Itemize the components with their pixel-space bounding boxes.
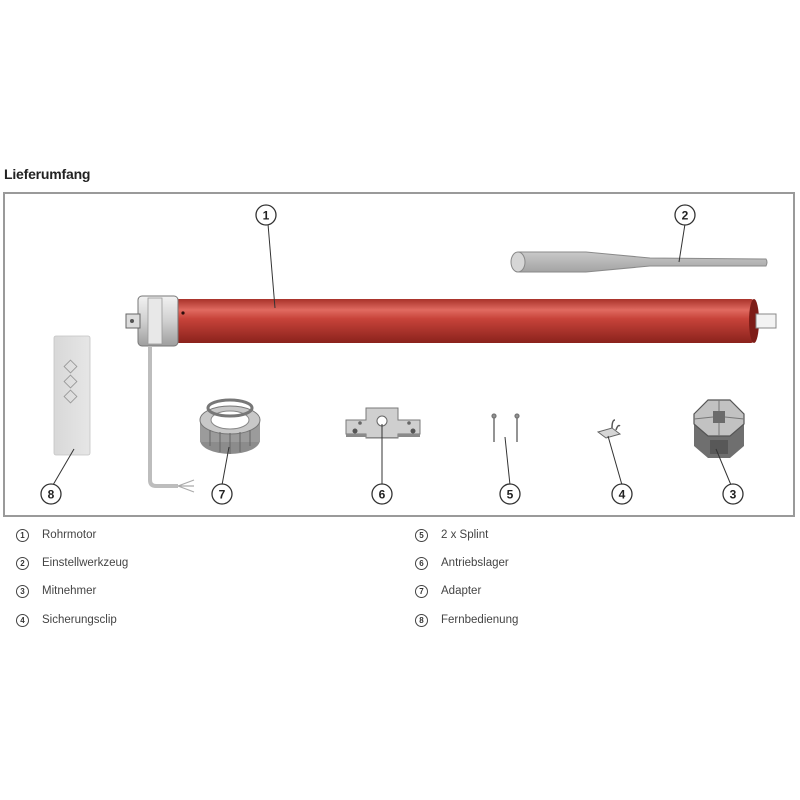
legend-label: Rohrmotor — [42, 529, 97, 541]
legend-item-8: 8 Fernbedienung — [415, 611, 518, 629]
svg-text:8: 8 — [48, 488, 55, 502]
drive-bearing-illustration — [345, 407, 421, 439]
svg-text:3: 3 — [730, 488, 737, 502]
legend-number: 5 — [415, 528, 428, 542]
tubular-motor-illustration — [125, 295, 777, 493]
legend-label: Fernbedienung — [441, 614, 519, 626]
legend-number: 6 — [415, 556, 428, 570]
legend-number: 2 — [16, 556, 29, 570]
driver-octagon-illustration — [693, 399, 745, 458]
section-title: Lieferumfang — [4, 166, 91, 182]
legend-item-3: 3 Mitnehmer — [16, 582, 96, 600]
adjusting-tool-illustration — [510, 251, 768, 273]
leader-lines — [52, 223, 732, 486]
callout-3: 3 — [722, 483, 744, 505]
diagram-callouts: 1 2 8 7 6 5 4 3 — [40, 204, 744, 505]
legend-item-7: 7 Adapter — [415, 582, 481, 600]
callout-5: 5 — [499, 483, 521, 505]
legend-label: 2 x Splint — [441, 529, 489, 541]
svg-text:7: 7 — [219, 488, 226, 502]
svg-text:4: 4 — [619, 488, 626, 502]
legend-item-6: 6 Antriebslager — [415, 554, 509, 572]
safety-clip-illustration — [596, 419, 622, 439]
legend-item-5: 5 2 x Splint — [415, 526, 488, 544]
legend-number: 8 — [415, 613, 428, 627]
svg-text:5: 5 — [507, 488, 514, 502]
legend-item-2: 2 Einstellwerkzeug — [16, 554, 128, 572]
remote-control-illustration — [53, 335, 91, 456]
svg-text:1: 1 — [263, 209, 270, 223]
legend-label: Mitnehmer — [42, 585, 97, 597]
legend-label: Adapter — [441, 585, 482, 597]
legend-label: Antriebslager — [441, 557, 509, 569]
callout-6: 6 — [371, 483, 393, 505]
callout-4: 4 — [611, 483, 633, 505]
callout-2: 2 — [674, 204, 696, 226]
svg-text:6: 6 — [379, 488, 386, 502]
legend-number: 7 — [415, 584, 428, 598]
split-pins-illustration — [491, 413, 520, 442]
callout-7: 7 — [211, 483, 233, 505]
legend-number: 3 — [16, 584, 29, 598]
legend-number: 4 — [16, 613, 29, 627]
adapter-ring-illustration — [199, 398, 261, 454]
parts-diagram-frame — [3, 192, 795, 517]
callout-8: 8 — [40, 483, 62, 505]
svg-text:2: 2 — [682, 209, 689, 223]
callout-1: 1 — [255, 204, 277, 226]
legend-item-4: 4 Sicherungsclip — [16, 611, 117, 629]
legend-label: Einstellwerkzeug — [42, 557, 129, 569]
legend-label: Sicherungsclip — [42, 614, 117, 626]
legend-item-1: 1 Rohrmotor — [16, 526, 96, 544]
legend-number: 1 — [16, 528, 29, 542]
